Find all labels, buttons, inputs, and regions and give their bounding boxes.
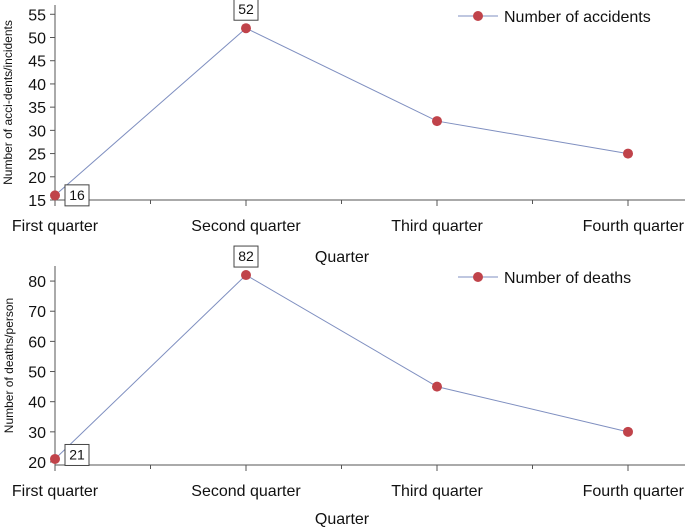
data-point xyxy=(50,190,60,201)
x-tick-label: First quarter xyxy=(12,483,99,500)
data-point xyxy=(432,381,442,392)
data-label: 21 xyxy=(69,446,85,462)
y-tick-label: 30 xyxy=(28,123,46,140)
data-point xyxy=(241,23,251,34)
data-label: 52 xyxy=(238,1,254,17)
legend-label: Number of accidents xyxy=(504,9,651,26)
legend-marker xyxy=(473,272,483,282)
data-label: 82 xyxy=(238,248,254,264)
y-tick-label: 45 xyxy=(28,54,46,71)
data-label-box xyxy=(233,0,259,21)
data-label-box xyxy=(64,184,90,207)
x-tick-label: Second quarter xyxy=(191,483,301,500)
x-tick-label: Second quarter xyxy=(191,218,301,235)
y-tick-label: 15 xyxy=(28,193,46,210)
data-point xyxy=(432,116,442,127)
series-line xyxy=(54,274,629,460)
x-axis-title: Quarter xyxy=(315,249,370,266)
data-point xyxy=(623,426,633,437)
data-label-box xyxy=(233,245,259,268)
x-tick-label: First quarter xyxy=(12,218,99,235)
y-tick-label: 20 xyxy=(28,455,46,472)
x-tick-label: Fourth quarter xyxy=(583,483,685,500)
legend-marker xyxy=(473,11,483,21)
x-axis-title: Quarter xyxy=(315,511,370,527)
x-tick-label: Third quarter xyxy=(391,218,483,235)
y-tick-label: 40 xyxy=(28,395,46,412)
y-tick-label: 50 xyxy=(28,365,46,382)
y-tick-label: 30 xyxy=(28,425,46,442)
y-tick-label: 40 xyxy=(28,77,46,94)
x-tick-label: Third quarter xyxy=(391,483,483,500)
series-line xyxy=(54,27,629,196)
y-axis-title: Number of deaths/person xyxy=(2,298,16,433)
legend-label: Number of deaths xyxy=(504,270,631,287)
x-tick-label: Fourth quarter xyxy=(583,218,685,235)
y-tick-label: 70 xyxy=(28,304,46,321)
data-point xyxy=(50,453,60,464)
y-tick-label: 50 xyxy=(28,31,46,48)
y-tick-label: 20 xyxy=(28,170,46,187)
data-point xyxy=(241,270,251,281)
y-tick-label: 25 xyxy=(28,147,46,164)
y-tick-label: 80 xyxy=(28,274,46,291)
data-label: 16 xyxy=(69,187,85,203)
y-tick-label: 35 xyxy=(28,100,46,117)
data-label-box xyxy=(64,443,90,466)
y-axis-title: Number of acci-dents/incidents xyxy=(1,20,15,185)
y-tick-label: 60 xyxy=(28,334,46,351)
data-point xyxy=(623,148,633,159)
y-tick-label: 55 xyxy=(28,7,46,24)
